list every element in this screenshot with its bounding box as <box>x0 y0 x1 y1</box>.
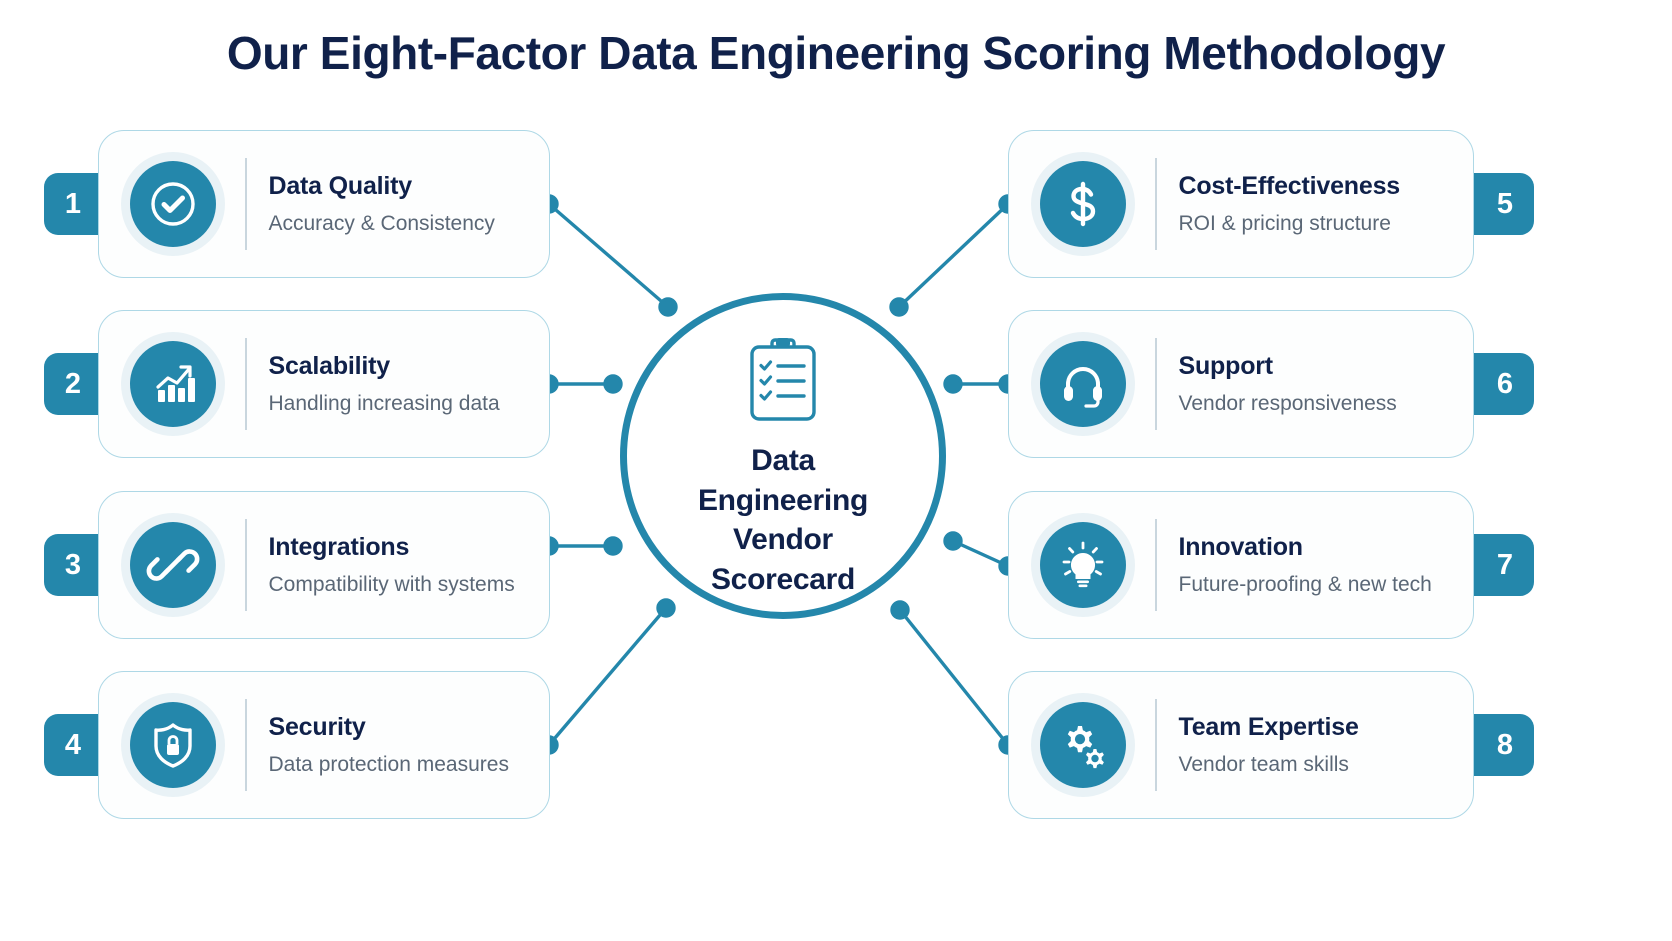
factor-number-7: 7 <box>1496 548 1514 581</box>
connector-dot-hub-1 <box>658 297 678 317</box>
card-text-block: Security Data protection measures <box>269 713 509 777</box>
factor-number-badge-6: 6 <box>1470 353 1534 415</box>
icon-halo <box>121 332 225 436</box>
factor-title: Data Quality <box>268 172 413 200</box>
factor-card-team-expertise[interactable]: Team Expertise Vendor team skills <box>1008 671 1474 819</box>
factor-title: Support <box>1178 352 1274 380</box>
card-text-block: Cost-Effectiveness ROI & pricing structu… <box>1178 172 1401 236</box>
factor-subtitle: Compatibility with systems <box>268 573 515 596</box>
factor-card-support[interactable]: Support Vendor responsiveness <box>1008 310 1474 458</box>
card-divider <box>1155 699 1157 791</box>
icon-halo <box>121 152 225 256</box>
connector-line-4 <box>547 606 668 747</box>
connector-line-7 <box>952 539 1009 568</box>
card-divider <box>1155 158 1157 250</box>
factor-subtitle: Vendor team skills <box>1178 753 1349 776</box>
factor-card-innovation[interactable]: Innovation Future-proofing & new tech <box>1008 491 1474 639</box>
factor-number-badge-8: 8 <box>1470 714 1534 776</box>
factor-card-data-quality[interactable]: Data Quality Accuracy & Consistency <box>98 130 550 278</box>
connector-dot-hub-6 <box>943 374 963 394</box>
connector-dot-hub-5 <box>889 297 909 317</box>
factor-card-scalability[interactable]: Scalability Handling increasing data <box>98 310 550 458</box>
factor-number-badge-5: 5 <box>1470 173 1534 235</box>
chain-link-icon <box>130 522 216 608</box>
icon-halo <box>1031 513 1135 617</box>
icon-halo <box>121 693 225 797</box>
factor-number-badge-7: 7 <box>1470 534 1534 596</box>
factor-number-badge-3: 3 <box>44 534 108 596</box>
factor-title: Integrations <box>268 533 410 561</box>
factor-card-security[interactable]: Security Data protection measures <box>98 671 550 819</box>
factor-subtitle: Vendor responsiveness <box>1178 392 1397 415</box>
factor-number-5: 5 <box>1496 187 1514 220</box>
factor-subtitle: Future-proofing & new tech <box>1178 573 1432 596</box>
factor-number-badge-1: 1 <box>44 173 108 235</box>
card-text-block: Data Quality Accuracy & Consistency <box>269 172 495 236</box>
icon-halo <box>1031 152 1135 256</box>
factor-number-3: 3 <box>64 548 82 581</box>
check-circle-icon <box>130 161 216 247</box>
icon-halo <box>1031 332 1135 436</box>
connector-dot-hub-2 <box>603 374 623 394</box>
factor-title: Innovation <box>1178 533 1304 561</box>
card-divider <box>245 338 247 430</box>
connector-line-5 <box>897 202 1010 309</box>
factor-number-2: 2 <box>64 367 82 400</box>
card-text-block: Scalability Handling increasing data <box>269 352 500 416</box>
dollar-sign-icon <box>1040 161 1126 247</box>
hub-line-1: Data <box>751 444 815 477</box>
factor-subtitle: Accuracy & Consistency <box>268 212 495 235</box>
connector-dot-hub-7 <box>943 531 963 551</box>
clipboard-checklist-icon <box>744 338 822 429</box>
card-text-block: Team Expertise Vendor team skills <box>1179 713 1359 777</box>
connector-line-1 <box>547 202 670 309</box>
icon-halo <box>121 513 225 617</box>
factor-card-integrations[interactable]: Integrations Compatibility with systems <box>98 491 550 639</box>
bar-chart-growth-icon <box>130 341 216 427</box>
hub-line-2: Engineering <box>697 483 869 517</box>
hub-line-4: Scorecard <box>710 562 856 596</box>
connector-dot-hub-8 <box>890 600 910 620</box>
page-title: Our Eight-Factor Data Engineering Scorin… <box>226 27 1446 79</box>
factor-number-8: 8 <box>1496 728 1514 761</box>
hub-line-3: Vendor <box>733 523 833 557</box>
factor-title: Scalability <box>268 352 391 380</box>
factor-subtitle: ROI & pricing structure <box>1178 212 1391 235</box>
factor-number-6: 6 <box>1496 367 1514 400</box>
factor-subtitle: Data protection measures <box>268 753 509 776</box>
hub-label: Data Engineering Vendor Scorecard <box>698 441 868 599</box>
headset-icon <box>1040 341 1126 427</box>
factor-number-badge-4: 4 <box>44 714 108 776</box>
factor-title: Cost-Effectiveness <box>1178 172 1401 200</box>
card-text-block: Integrations Compatibility with systems <box>269 533 515 597</box>
factor-subtitle: Handling increasing data <box>268 392 500 415</box>
connector-dot-hub-4 <box>656 598 676 618</box>
card-divider <box>245 158 247 250</box>
central-hub: Data Engineering Vendor Scorecard <box>620 293 946 619</box>
card-divider <box>245 519 247 611</box>
icon-halo <box>1031 693 1135 797</box>
shield-lock-icon <box>130 702 216 788</box>
factor-card-cost-effectiveness[interactable]: Cost-Effectiveness ROI & pricing structu… <box>1008 130 1474 278</box>
factor-title: Security <box>268 713 366 741</box>
factor-title: Team Expertise <box>1178 713 1359 741</box>
connector-dot-hub-3 <box>603 536 623 556</box>
lightbulb-icon <box>1040 522 1126 608</box>
factor-number-1: 1 <box>64 187 82 220</box>
card-divider <box>1155 519 1157 611</box>
factor-number-badge-2: 2 <box>44 353 108 415</box>
card-divider <box>245 699 247 791</box>
card-text-block: Support Vendor responsiveness <box>1179 352 1397 416</box>
card-text-block: Innovation Future-proofing & new tech <box>1179 533 1432 597</box>
connector-line-8 <box>898 608 1010 747</box>
factor-number-4: 4 <box>64 728 82 761</box>
card-divider <box>1155 338 1157 430</box>
gears-icon <box>1040 702 1126 788</box>
